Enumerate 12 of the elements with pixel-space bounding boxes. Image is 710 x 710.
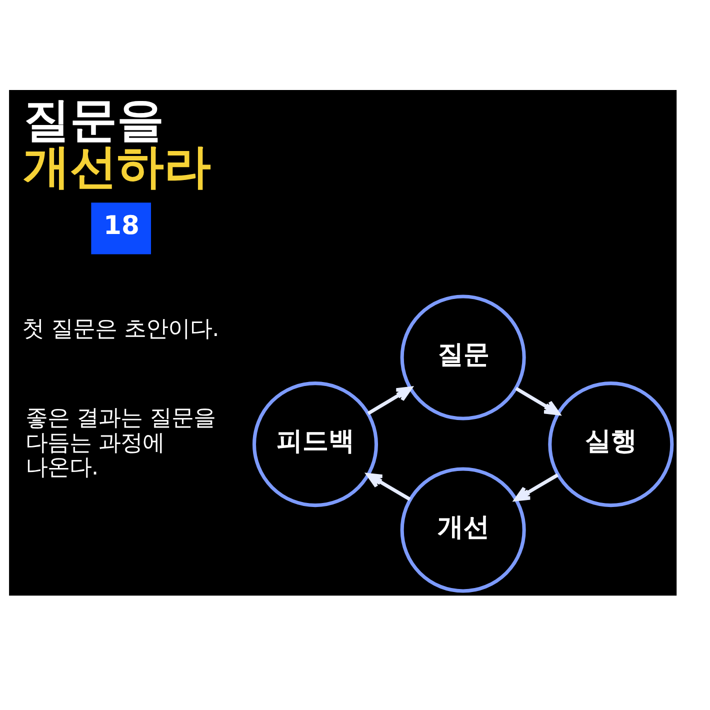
label: 18 <box>102 210 139 240</box>
label: 좋은 결과는 질문을 다듬는 과정에 나온다. <box>24 404 216 480</box>
node-circle: 개선 <box>400 466 526 592</box>
label: 첫 질문은 초안이다. <box>21 316 219 342</box>
node-circle: 피드백 <box>252 381 378 507</box>
arrow <box>514 386 560 415</box>
node-circle: 실행 <box>548 381 674 507</box>
node-circle: 질문 <box>400 294 526 420</box>
arrow <box>366 472 410 500</box>
diagram-title: 질문을 개선하라 <box>22 92 211 194</box>
arrow <box>514 472 558 501</box>
arrow <box>366 386 412 414</box>
